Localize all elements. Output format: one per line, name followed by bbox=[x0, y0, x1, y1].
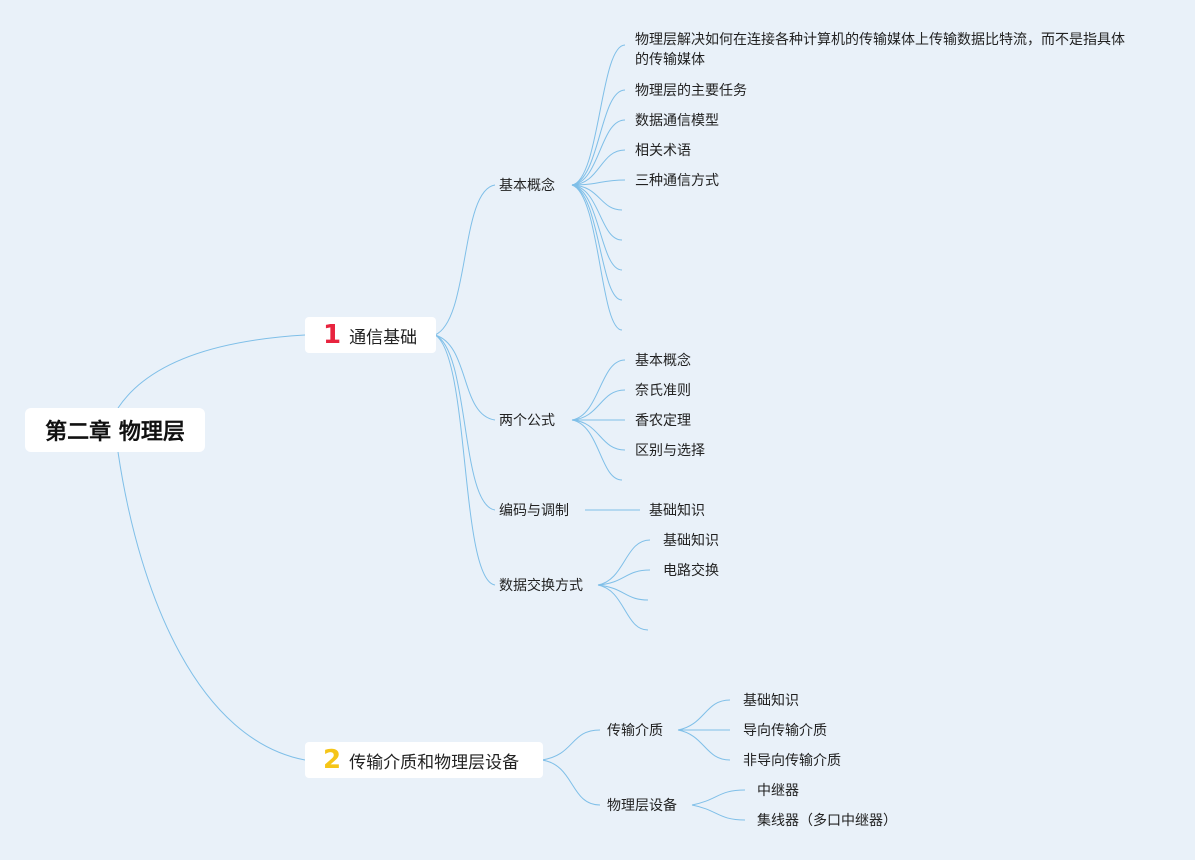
link-switching-1 bbox=[597, 569, 651, 586]
link-formula-1 bbox=[571, 389, 626, 421]
leaf-switching-basics[interactable]: 基础知识 bbox=[663, 533, 719, 549]
branch-label: 传输介质和物理层设备 bbox=[349, 752, 520, 773]
link-media-0 bbox=[677, 699, 731, 731]
leaf-circuit-switching[interactable]: 电路交换 bbox=[663, 563, 719, 579]
leaf-encoding-basics[interactable]: 基础知识 bbox=[649, 503, 705, 519]
branch-communication-basics[interactable]: 1 通信基础 bbox=[305, 317, 436, 353]
subtopic-basic-concepts[interactable]: 基本概念 bbox=[499, 178, 555, 194]
leaf-physical-layer-definition[interactable]: 物理层解决如何在连接各种计算机的传输媒体上传输数据比特流，而不是指具体的传输媒体 bbox=[635, 32, 1125, 68]
link-basic-0 bbox=[571, 44, 626, 186]
leaf-guided-media[interactable]: 导向传输介质 bbox=[743, 723, 827, 739]
link-formula-4 bbox=[571, 419, 623, 481]
link-switching-2 bbox=[597, 584, 649, 601]
leaf-related-terms[interactable]: 相关术语 bbox=[635, 143, 691, 159]
link-switching-3 bbox=[597, 584, 649, 631]
branch-media-devices[interactable]: 2 传输介质和物理层设备 bbox=[305, 742, 543, 778]
subtopic-transmission-media[interactable]: 传输介质 bbox=[607, 723, 663, 739]
link-b2-devices bbox=[541, 759, 601, 806]
leaf-formula-basics[interactable]: 基本概念 bbox=[635, 353, 691, 369]
leaf-shannon[interactable]: 香农定理 bbox=[635, 413, 691, 429]
leaf-difference-choice[interactable]: 区别与选择 bbox=[635, 443, 705, 459]
subtopic-physical-devices[interactable]: 物理层设备 bbox=[607, 798, 677, 814]
link-basic-8 bbox=[571, 184, 623, 301]
link-basic-4 bbox=[571, 179, 626, 186]
leaf-main-tasks[interactable]: 物理层的主要任务 bbox=[635, 83, 747, 99]
link-basic-9 bbox=[571, 184, 623, 331]
link-basic-3 bbox=[571, 149, 626, 186]
link-formula-0 bbox=[571, 359, 626, 421]
link-basic-1 bbox=[571, 89, 626, 186]
link-basic-7 bbox=[571, 184, 623, 271]
subtopic-encoding-modulation[interactable]: 编码与调制 bbox=[499, 503, 569, 519]
link-root-branch2 bbox=[117, 451, 306, 761]
link-b1-switching bbox=[434, 334, 496, 586]
branch-number-badge: 2 bbox=[323, 745, 342, 775]
link-devices-0 bbox=[691, 789, 746, 806]
leaf-repeater[interactable]: 中继器 bbox=[757, 783, 799, 799]
link-b2-media bbox=[541, 729, 601, 761]
link-b1-basic bbox=[434, 184, 496, 336]
link-switching-0 bbox=[597, 539, 651, 586]
leaf-media-basics[interactable]: 基础知识 bbox=[743, 693, 799, 709]
leaf-communication-model[interactable]: 数据通信模型 bbox=[635, 113, 719, 129]
branch-label: 通信基础 bbox=[349, 327, 418, 348]
leaf-hub[interactable]: 集线器（多口中继器） bbox=[757, 813, 897, 829]
subtopic-data-switching[interactable]: 数据交换方式 bbox=[499, 578, 583, 594]
leaf-nyquist[interactable]: 奈氏准则 bbox=[635, 383, 691, 399]
link-basic-6 bbox=[571, 184, 623, 241]
link-basic-2 bbox=[571, 119, 626, 186]
leaf-unguided-media[interactable]: 非导向传输介质 bbox=[743, 753, 841, 769]
link-root-branch1 bbox=[117, 334, 306, 409]
link-basic-5 bbox=[571, 184, 623, 211]
link-formula-3 bbox=[571, 419, 626, 451]
link-b1-encoding bbox=[434, 334, 496, 511]
link-media-2 bbox=[677, 729, 731, 761]
branch-number-badge: 1 bbox=[323, 320, 342, 350]
leaf-three-modes[interactable]: 三种通信方式 bbox=[635, 173, 719, 189]
link-b1-formula bbox=[434, 334, 496, 421]
link-devices-1 bbox=[691, 804, 746, 821]
root-topic-label: 第二章 物理层 bbox=[45, 420, 185, 445]
subtopic-two-formulas[interactable]: 两个公式 bbox=[499, 413, 555, 429]
root-topic[interactable]: 第二章 物理层 bbox=[25, 408, 205, 452]
